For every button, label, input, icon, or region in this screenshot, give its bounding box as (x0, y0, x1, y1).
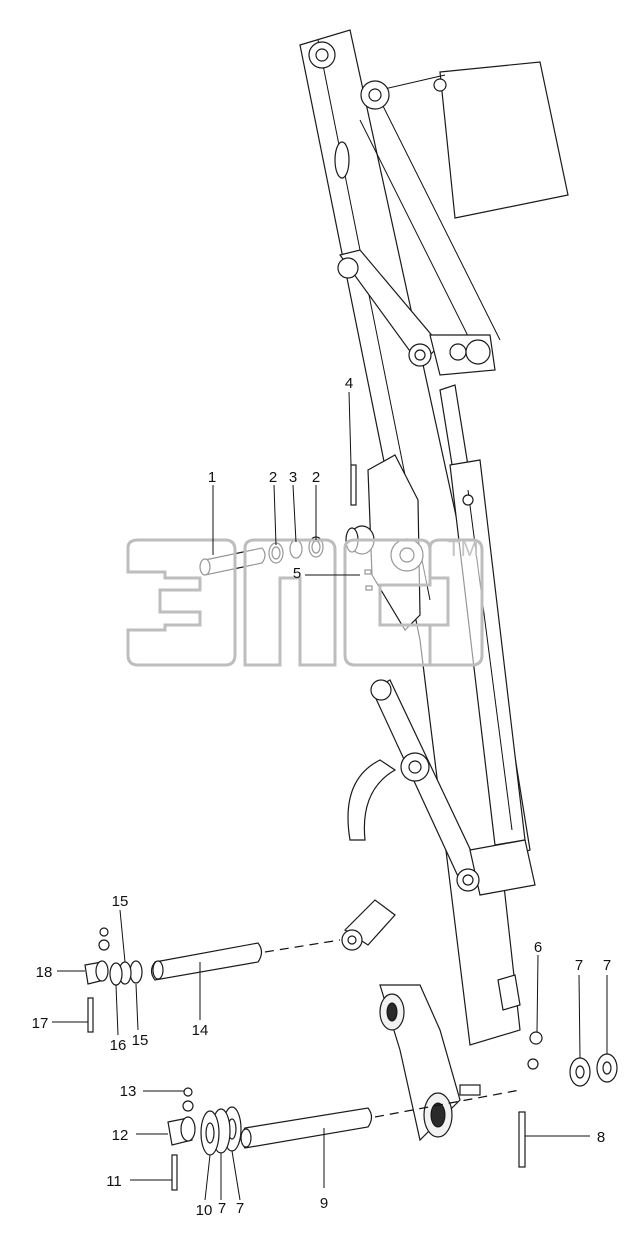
callout-10: 10 (196, 1202, 213, 1219)
callout-9: 9 (320, 1195, 328, 1212)
lower-linkage (341, 679, 536, 951)
upper-linkage (337, 249, 496, 376)
pin-assembly-lower (167, 1087, 521, 1191)
callout-5: 5 (293, 565, 301, 582)
pin-assembly-middle (84, 927, 341, 1033)
boom-end (379, 974, 521, 1142)
watermark-logo: TM (126, 536, 484, 667)
callout-8: 8 (597, 1129, 605, 1146)
callout-16: 16 (110, 1037, 127, 1054)
callout-13: 13 (120, 1083, 137, 1100)
watermark-tm: TM (447, 536, 479, 561)
callout-15b: 15 (132, 1032, 149, 1049)
callout-7c: 7 (218, 1200, 226, 1217)
callout-6: 6 (534, 939, 542, 956)
callout-18: 18 (36, 964, 53, 981)
callout-7d: 7 (236, 1200, 244, 1217)
callout-3: 3 (289, 469, 297, 486)
callout-15a: 15 (112, 893, 129, 910)
hydraulic-block (379, 61, 569, 219)
callout-2b: 2 (312, 469, 320, 486)
callout-1: 1 (208, 469, 216, 486)
leader-lines (52, 391, 608, 1201)
callout-7a: 7 (575, 957, 583, 974)
callout-14: 14 (192, 1022, 209, 1039)
callout-17: 17 (32, 1015, 49, 1032)
callout-7b: 7 (603, 957, 611, 974)
right-fasteners (518, 1031, 618, 1168)
callout-2a: 2 (269, 469, 277, 486)
callout-4: 4 (345, 375, 353, 392)
callout-labels: 1 2 3 2 4 5 15 18 17 16 15 14 6 7 7 13 1… (32, 375, 612, 1219)
callout-12: 12 (112, 1127, 129, 1144)
callout-11: 11 (106, 1173, 122, 1190)
